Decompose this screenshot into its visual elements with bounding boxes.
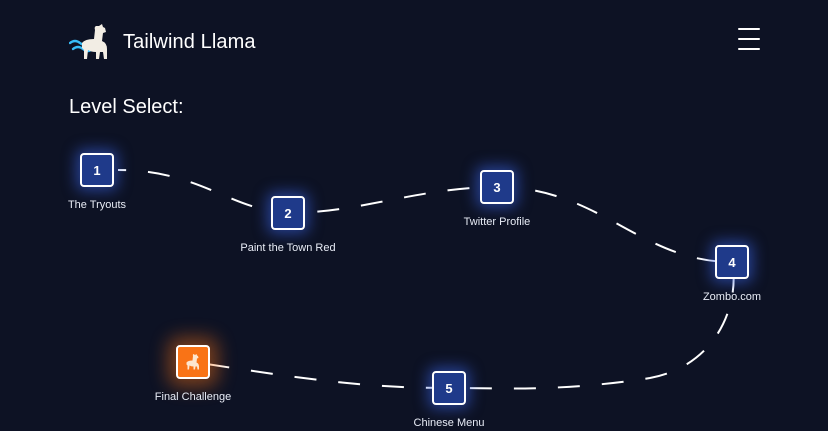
brand-home-link[interactable]: Tailwind Llama	[69, 22, 256, 62]
brand-title: Tailwind Llama	[123, 30, 256, 53]
level-5[interactable]: 5 Chinese Menu	[379, 371, 519, 429]
llama-logo-icon	[69, 24, 107, 59]
llama-silhouette-icon	[186, 354, 199, 370]
final-level-button[interactable]	[176, 345, 210, 379]
level-3-label: Twitter Profile	[463, 216, 531, 228]
level-4[interactable]: 4 Zombo.com	[662, 245, 802, 303]
level-2-label: Paint the Town Red	[240, 242, 336, 254]
level-2[interactable]: 2 Paint the Town Red	[218, 196, 358, 254]
final-level-label: Final Challenge	[154, 391, 232, 403]
hamburger-menu-line	[738, 48, 760, 50]
level-5-label: Chinese Menu	[413, 417, 485, 429]
level-1[interactable]: 1 The Tryouts	[27, 153, 167, 211]
level-2-button[interactable]: 2	[271, 196, 305, 230]
level-1-label: The Tryouts	[67, 199, 127, 211]
hamburger-menu-line	[738, 38, 760, 40]
level-final[interactable]: Final Challenge	[123, 345, 263, 403]
level-3-button[interactable]: 3	[480, 170, 514, 204]
header: Tailwind Llama	[0, 0, 828, 84]
menu-button[interactable]	[738, 28, 760, 50]
hamburger-menu-icon	[738, 28, 760, 30]
page-title: Level Select:	[69, 96, 184, 118]
level-4-label: Zombo.com	[702, 291, 762, 303]
level-4-button[interactable]: 4	[715, 245, 749, 279]
level-5-button[interactable]: 5	[432, 371, 466, 405]
level-3[interactable]: 3 Twitter Profile	[427, 170, 567, 228]
level-1-button[interactable]: 1	[80, 153, 114, 187]
